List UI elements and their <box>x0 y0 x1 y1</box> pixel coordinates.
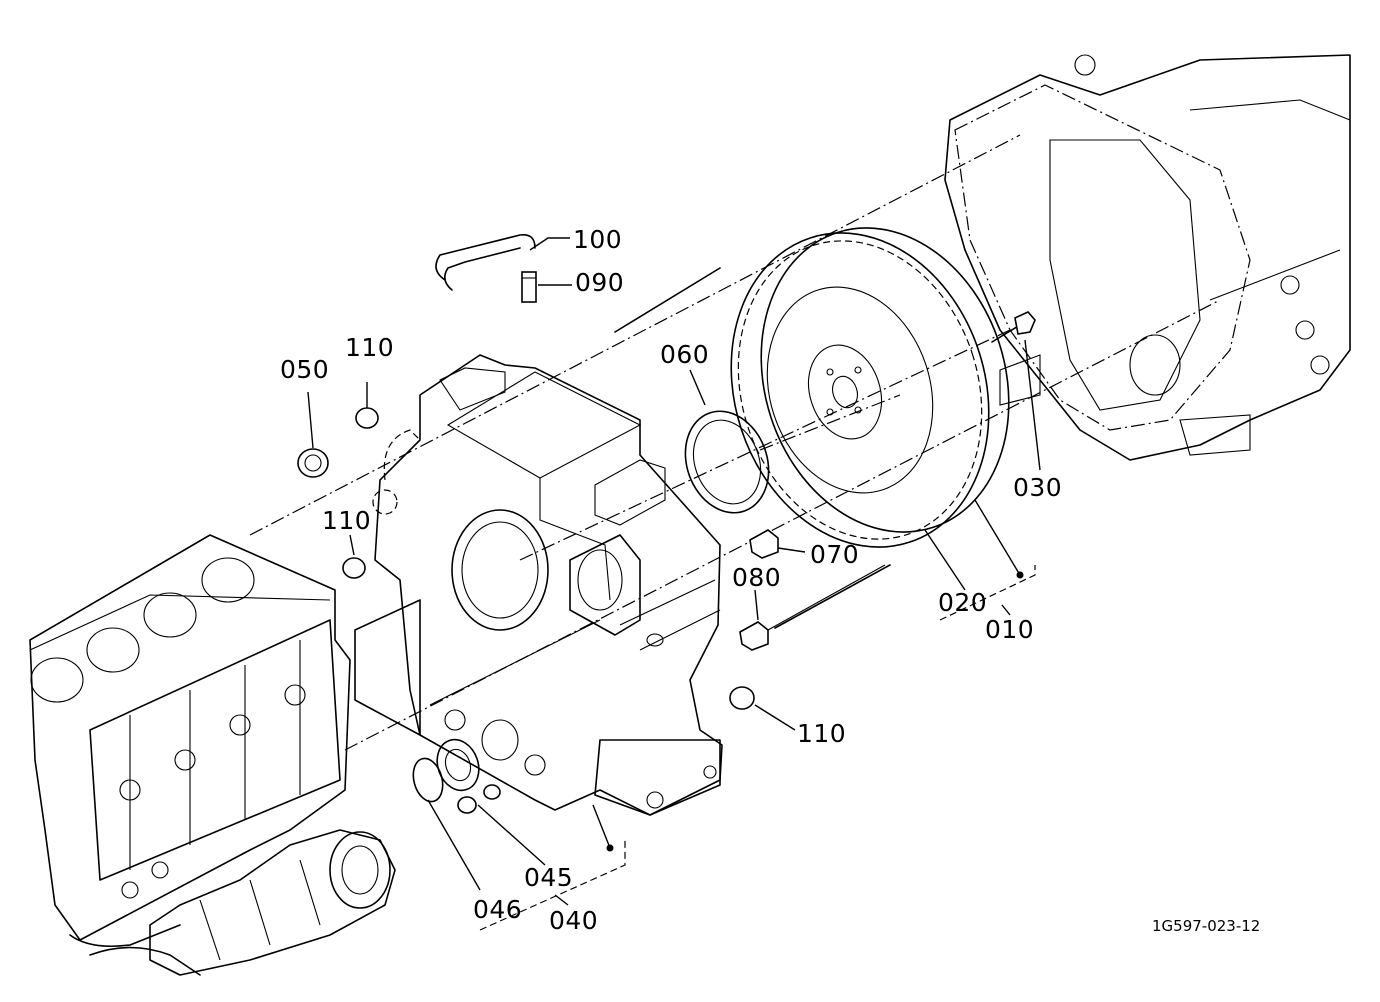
callout-020: 020 <box>938 588 988 617</box>
callout-030: 030 <box>1013 473 1063 502</box>
callout-110-top: 110 <box>345 333 395 362</box>
callout-045: 045 <box>524 863 574 892</box>
callout-060: 060 <box>660 340 710 369</box>
plug-110-c <box>729 686 755 710</box>
leader-lines <box>307 237 1041 931</box>
oil-seal-045 <box>436 738 501 814</box>
assembly-axis-lines <box>249 134 1221 751</box>
stud-bolts <box>614 267 891 629</box>
bolt-080 <box>739 564 886 651</box>
callout-070: 070 <box>810 540 860 569</box>
engine-block <box>29 534 351 948</box>
callout-050: 050 <box>280 355 330 384</box>
callout-100: 100 <box>573 225 623 254</box>
hose-100 <box>435 233 536 291</box>
pipe-090 <box>521 271 537 303</box>
plug-050 <box>297 448 329 478</box>
crankshaft <box>89 829 396 976</box>
callout-110-low: 110 <box>797 719 847 748</box>
bolt-070 <box>749 529 779 559</box>
drawing-number: 1G597-023-12 <box>1152 917 1261 935</box>
callout-010: 010 <box>985 615 1035 644</box>
callout-110-mid: 110 <box>322 506 372 535</box>
callout-040: 040 <box>549 906 599 935</box>
callout-090: 090 <box>575 268 625 297</box>
flywheel-020 <box>730 227 1010 548</box>
plug-110-a <box>355 407 379 429</box>
plug-110-b <box>342 557 366 579</box>
snap-ring-046 <box>412 757 444 803</box>
transmission-housing <box>944 54 1351 461</box>
callout-046: 046 <box>473 895 523 924</box>
flywheel-housing <box>354 354 723 816</box>
callout-080: 080 <box>732 563 782 592</box>
bolt-030 <box>991 311 1036 343</box>
oil-seal-060 <box>684 410 770 514</box>
